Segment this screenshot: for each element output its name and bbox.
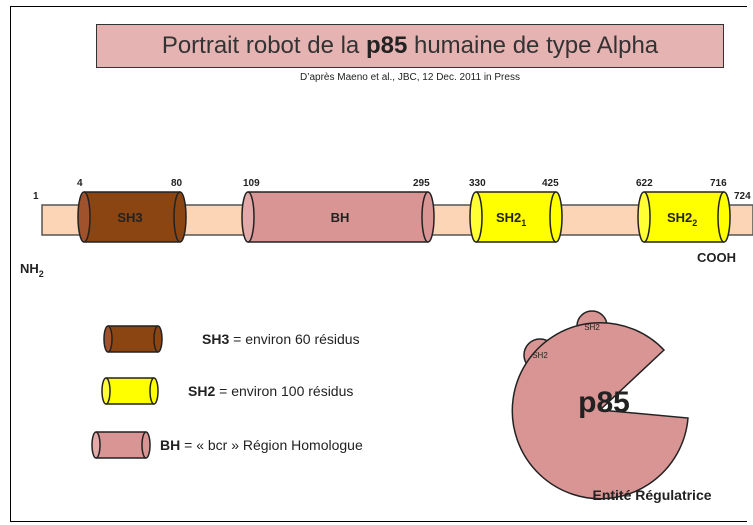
legend-desc-sh2: = environ 100 résidus — [215, 383, 353, 399]
residue-sh2-2-end: 716 — [710, 178, 727, 189]
p85-regulatory-shape — [511, 310, 689, 500]
residue-end: 724 — [734, 191, 751, 202]
residue-sh3-start: 4 — [77, 178, 83, 189]
residue-bh-end: 295 — [413, 178, 430, 189]
sh2-bump-label-left: SH2 — [532, 351, 548, 360]
domain-sh2-2 — [637, 191, 731, 243]
legend-desc-sh3: = environ 60 résidus — [229, 331, 359, 347]
domain-label-sh2-2-main: SH2 — [667, 210, 692, 225]
subtitle-reference: D’après Maeno et al., JBC, 12 Dec. 2011 … — [300, 72, 520, 83]
legend-icon-sh2 — [101, 377, 159, 405]
residue-sh3-end: 80 — [171, 178, 183, 189]
domain-label-sh3: SH3 — [117, 210, 142, 225]
legend-text-sh2: SH2 = environ 100 résidus — [188, 383, 353, 399]
residue-start: 1 — [33, 191, 39, 202]
domain-label-sh2-2: SH22 — [667, 210, 697, 228]
legend-term-sh3: SH3 — [202, 331, 229, 347]
legend-text-sh3: SH3 = environ 60 résidus — [202, 331, 360, 347]
title-protein: p85 — [365, 32, 408, 59]
residue-sh2-1-end: 425 — [542, 178, 559, 189]
residue-bh-start: 109 — [243, 178, 260, 189]
p85-label: p85 — [578, 386, 630, 419]
domain-label-sh2-1: SH21 — [496, 210, 526, 228]
regulatory-caption: Entité Régulatrice — [592, 487, 711, 503]
domain-label-bh: BH — [331, 210, 350, 225]
legend-icon-sh3 — [103, 325, 163, 353]
terminus-n-main: NH — [20, 261, 39, 276]
legend-term-bh: BH — [160, 437, 180, 453]
sh2-bump-label-top: SH2 — [584, 323, 600, 332]
terminus-n-sub: 2 — [39, 269, 44, 279]
terminus-c: COOH — [697, 250, 736, 265]
title-prefix: Portrait robot de la — [161, 32, 360, 59]
domain-bh — [241, 191, 435, 243]
terminus-n: NH2 — [20, 261, 44, 279]
slide-frame — [10, 6, 747, 522]
domain-sh2-1 — [469, 191, 563, 243]
legend-text-bh: BH = « bcr » Région Homologue — [160, 437, 363, 453]
title-box: Portrait robot de la p85 humaine de type… — [96, 24, 724, 68]
residue-sh2-2-start: 622 — [636, 178, 653, 189]
legend-desc-bh: = « bcr » Région Homologue — [180, 437, 363, 453]
domain-label-sh2-1-sub: 1 — [521, 218, 526, 228]
p85-body — [511, 321, 689, 500]
title-suffix: humaine de type Alpha — [413, 32, 659, 59]
legend-term-sh2: SH2 — [188, 383, 215, 399]
legend-icon-bh — [91, 431, 151, 459]
domain-label-sh2-1-main: SH2 — [496, 210, 521, 225]
domain-label-sh2-2-sub: 2 — [692, 218, 697, 228]
domain-sh3 — [77, 191, 187, 243]
residue-sh2-1-start: 330 — [469, 178, 486, 189]
